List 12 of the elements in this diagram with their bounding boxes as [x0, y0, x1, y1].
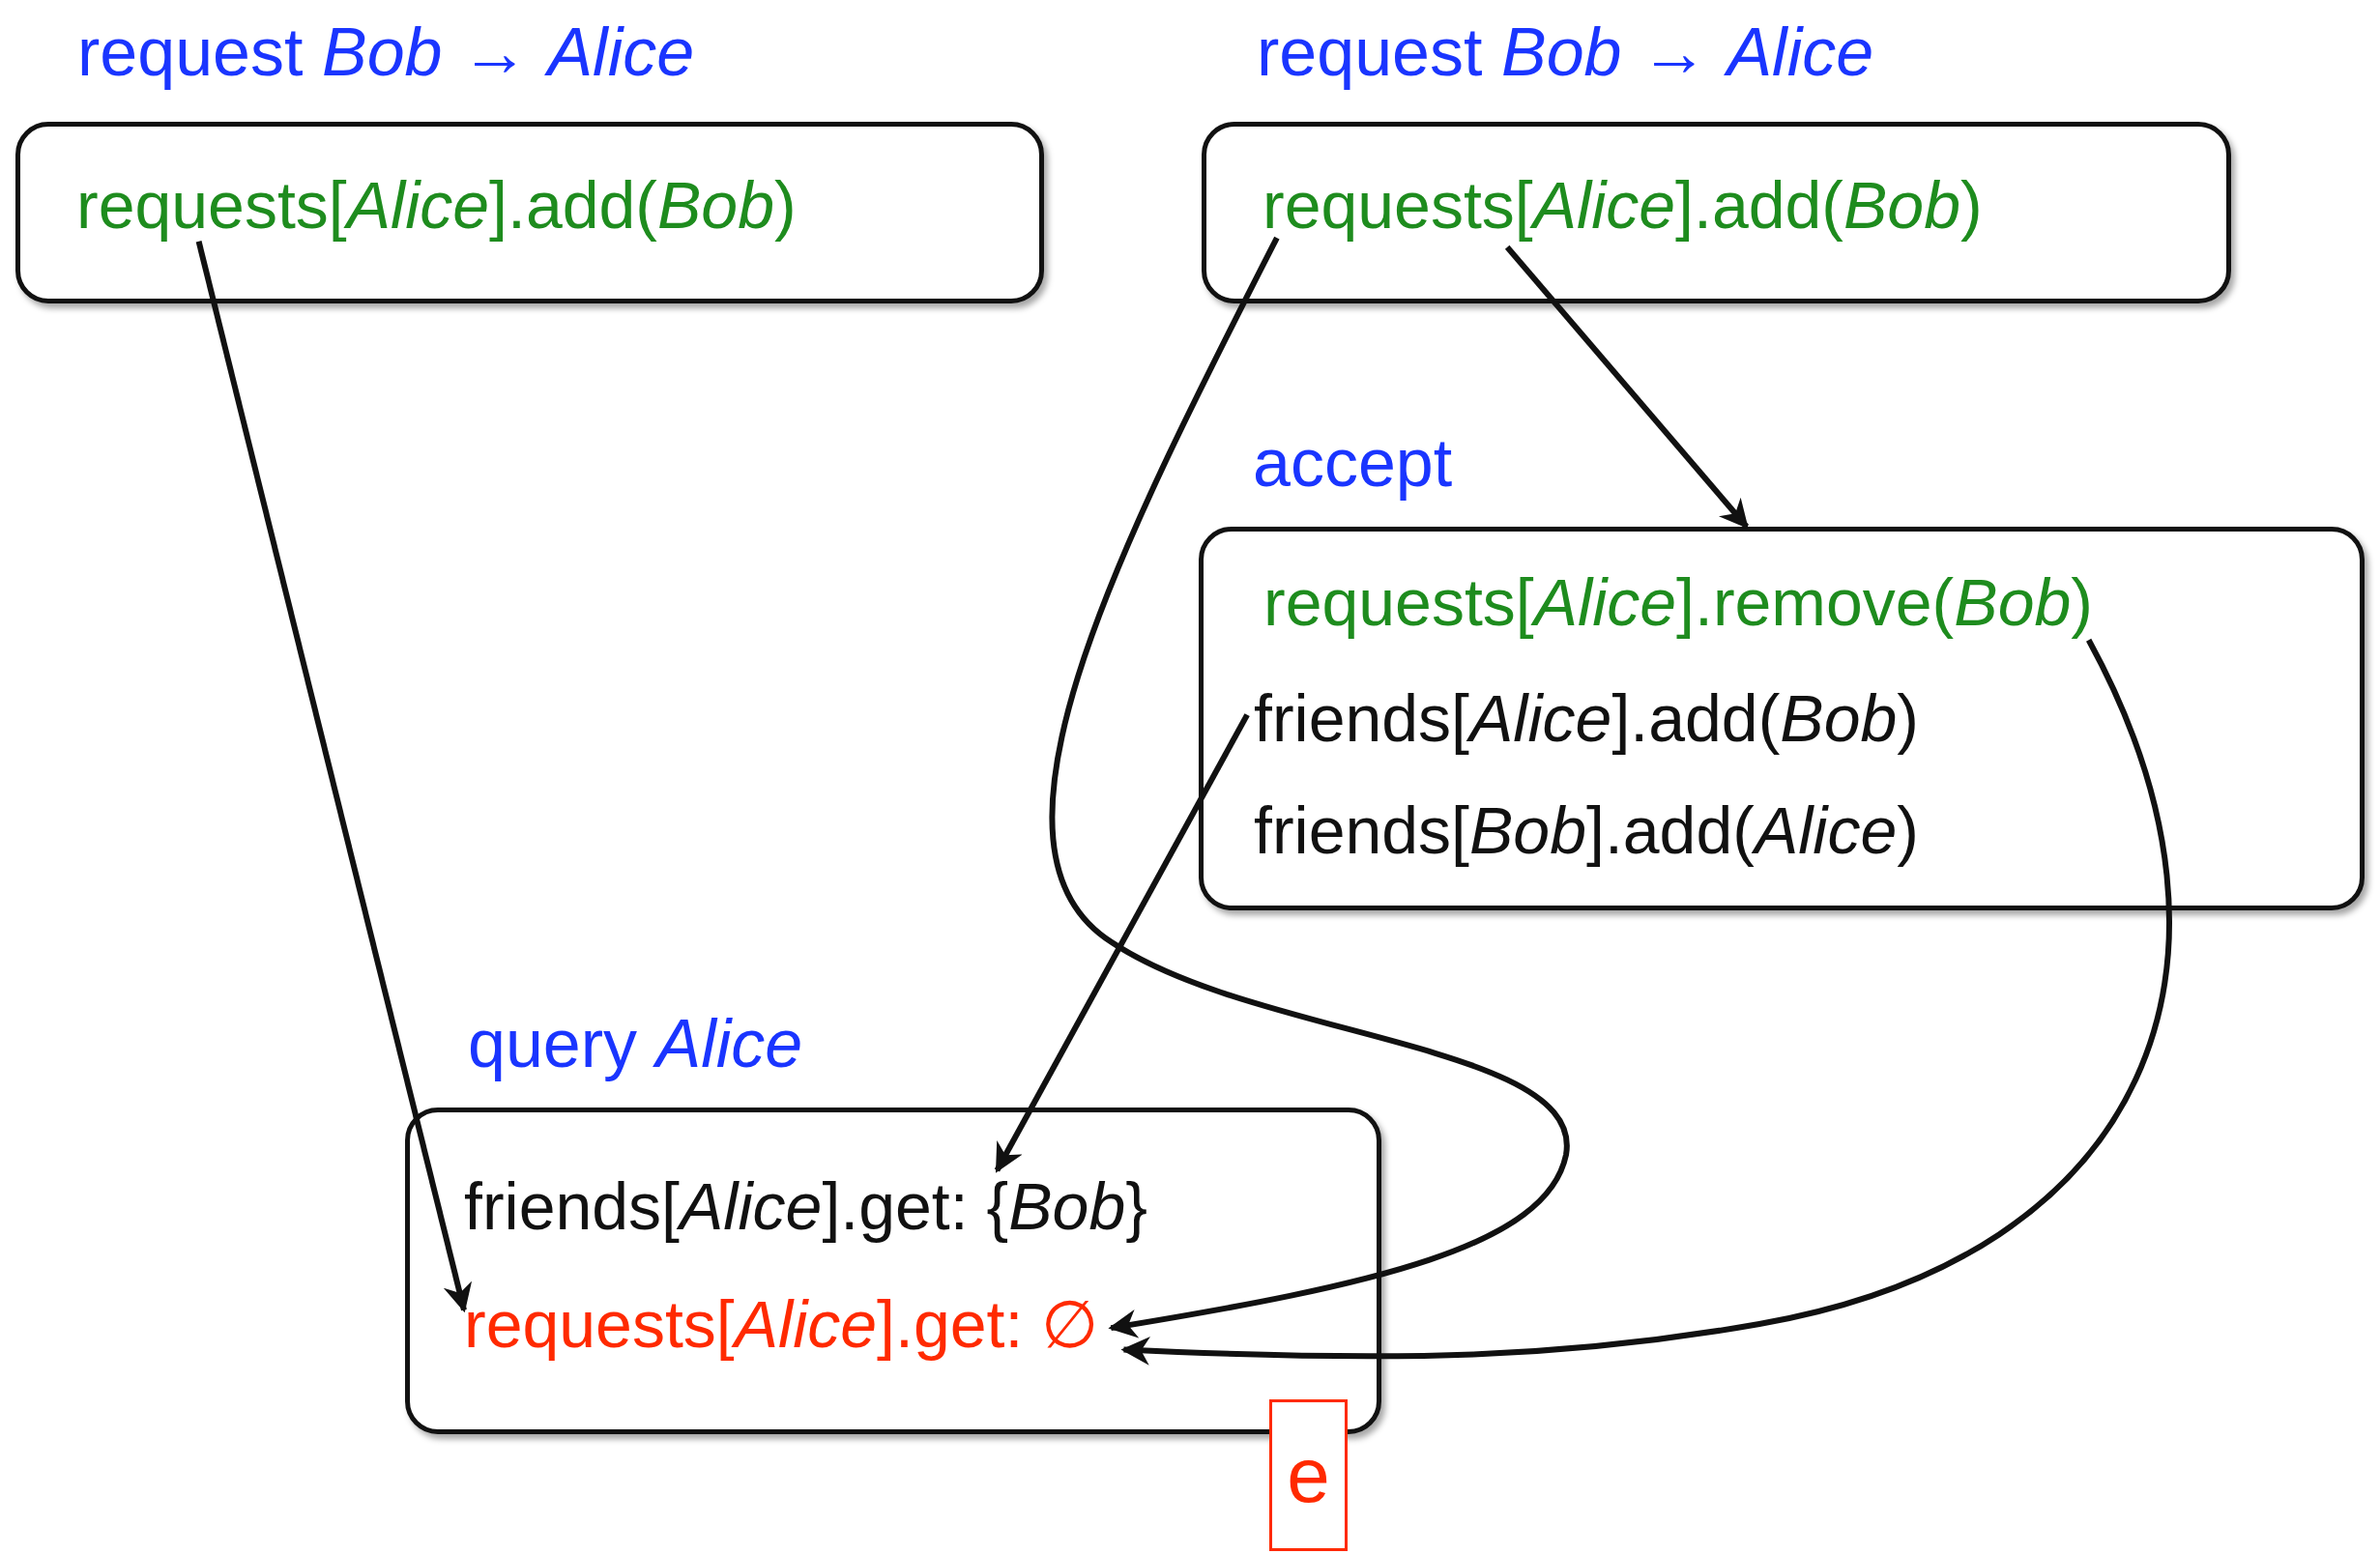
marker-box: e — [1269, 1399, 1348, 1551]
arrow — [1050, 236, 1569, 1338]
code-line: friends[Alice].get: {Bob} — [464, 1170, 1147, 1243]
arrow — [195, 241, 473, 1313]
code-line: friends[Alice].add(Bob) — [1254, 682, 1919, 755]
arrow — [994, 713, 1250, 1173]
code-line: friends[Bob].add(Alice) — [1254, 794, 1919, 867]
arrow — [1120, 639, 2171, 1366]
code-line: requests[Alice].add(Bob) — [76, 169, 797, 242]
code-line: requests[Alice].add(Bob) — [1263, 169, 1983, 242]
code-line: requests[Alice].get: ∅ — [464, 1288, 1099, 1361]
code-line: requests[Alice].remove(Bob) — [1263, 566, 2093, 639]
